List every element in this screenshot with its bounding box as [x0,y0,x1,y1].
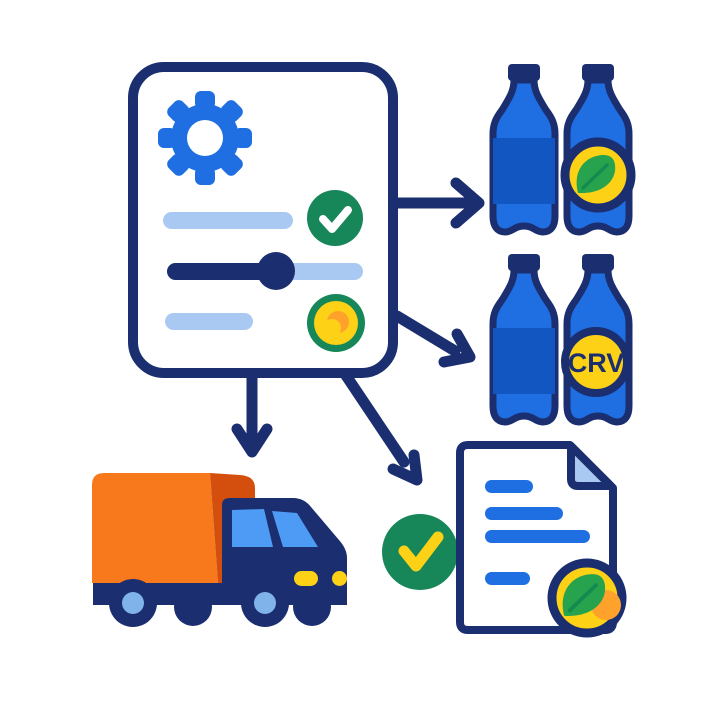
text-line-1 [485,480,533,493]
leaf-vein [567,583,599,613]
gear-hole [187,120,223,156]
crv-badge: CRV [561,327,631,397]
compliance-document [382,441,627,638]
truck-window-front [272,511,318,547]
option-bar-2 [165,313,253,330]
arrow-to-truck [231,368,273,458]
truck-headlight-right [332,571,347,586]
text-line-3 [485,530,590,543]
slider-knob[interactable] [257,252,295,290]
truck-window-rear [232,509,273,547]
delivery-truck [92,473,347,627]
truck-wheel-front [241,579,289,627]
document-folded-corner [567,442,615,490]
leaf-vein [581,163,609,190]
approved-check-circle [382,514,458,590]
truck-wheel-inner-rear [174,588,212,626]
bottle-label-band [493,328,555,394]
truck-cargo-box [92,473,218,583]
bottle-group-eco [489,64,636,236]
coin-icon [307,294,365,352]
bottle-with-label [489,64,559,236]
slider-fill [167,263,276,280]
leaf-badge-icon [560,137,636,213]
option-bar-1 [163,212,293,229]
settings-panel [128,62,398,378]
truck-headlight-left [294,571,318,586]
bottle-group-crv: CRV [489,254,633,426]
bottle-with-label [489,254,559,426]
check-mark [319,206,352,233]
gear-icon [158,91,252,185]
check-mark [398,531,444,572]
crv-badge-label: CRV [568,348,625,378]
check-circle-icon [307,190,363,246]
truck-wheel-rear [109,579,157,627]
text-line-2 [485,507,563,520]
text-line-4 [485,572,530,585]
arrow-to-crv-bottles [391,310,476,368]
document-text-lines [485,480,590,585]
bottle-label-band [493,138,555,204]
leaf-badge-icon [547,558,627,638]
arrow-to-eco-bottles [391,177,485,229]
coin-face [314,301,358,345]
